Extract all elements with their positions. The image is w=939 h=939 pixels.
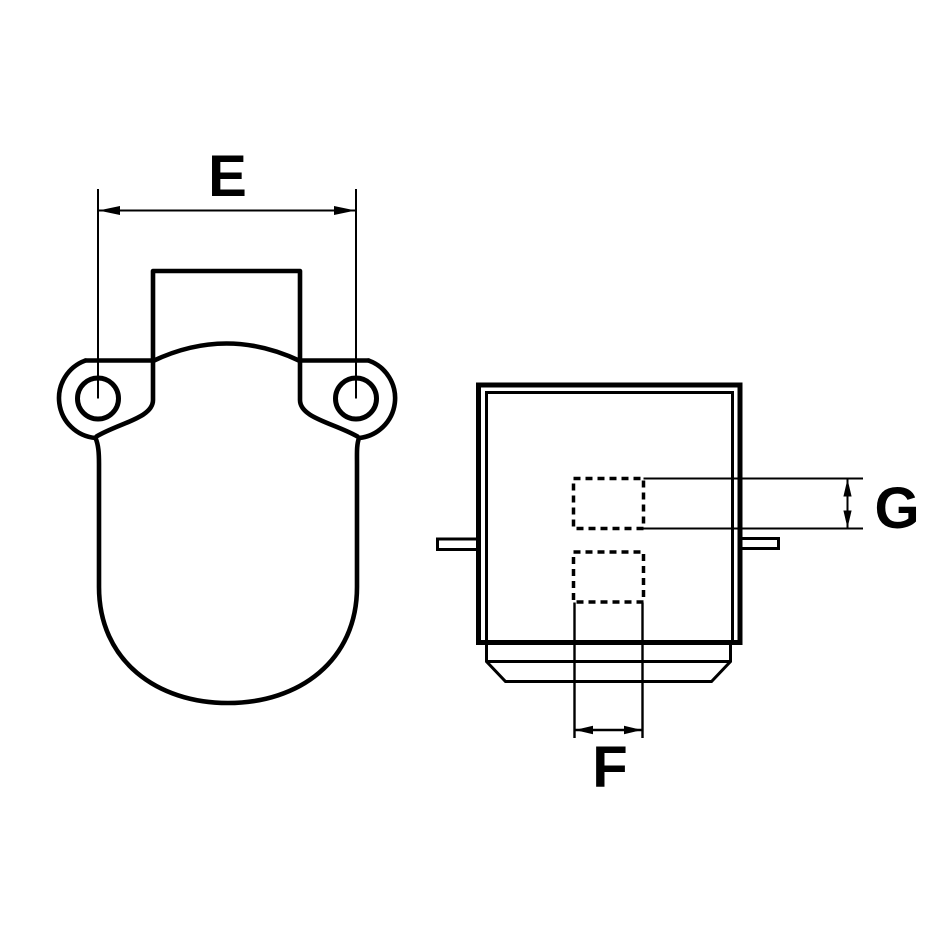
dimension-e-arrow-right	[334, 206, 356, 215]
dimension-g-label: G	[874, 476, 919, 541]
body-outline	[93, 435, 362, 706]
dimension-f-arrow-right	[624, 725, 642, 735]
hidden-window-upper	[571, 476, 646, 531]
dimension-f-arrow-left	[575, 725, 593, 735]
front-view	[56, 268, 398, 706]
drawing-lines: E G	[56, 144, 920, 800]
dimension-f: F	[573, 602, 644, 800]
dimension-g-arrow-top	[843, 479, 852, 497]
base-skirt-outline	[485, 642, 732, 683]
dimension-e-label: E	[208, 144, 247, 209]
terminal-tab-left	[436, 537, 479, 551]
dimension-e: E	[97, 144, 357, 399]
dimension-g: G	[643, 476, 920, 541]
mounting-ear-left-outline	[56, 358, 98, 441]
dimension-g-arrow-bottom	[843, 510, 852, 528]
top-boss-outline	[94, 268, 360, 439]
terminal-tab-right	[739, 537, 780, 550]
dimension-e-arrow-left	[98, 206, 120, 215]
side-view	[436, 382, 780, 683]
hidden-window-lower	[571, 550, 646, 604]
mounting-ear-right-outline	[356, 358, 398, 441]
housing-outer-rect	[476, 382, 743, 645]
dimension-f-label: F	[592, 735, 627, 800]
housing-inner-wall	[485, 391, 734, 643]
body-top-arc	[150, 341, 303, 364]
